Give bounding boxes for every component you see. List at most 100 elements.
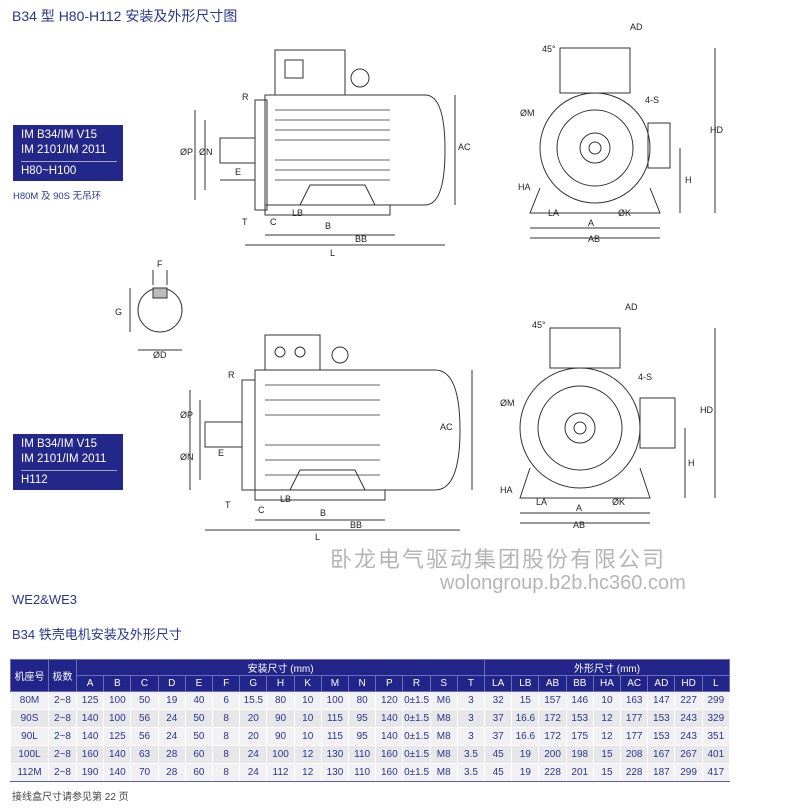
dim-h: H: [688, 458, 695, 468]
table-cell: 140: [375, 709, 404, 728]
dim-h: H: [685, 175, 692, 185]
table-cell: 0±1.5: [402, 691, 431, 710]
column-header-r: R: [402, 675, 431, 692]
table-cell: 80: [348, 691, 377, 710]
table-cell: 24: [239, 745, 268, 764]
table-cell: 227: [674, 691, 703, 710]
column-header-ab: AB: [538, 675, 567, 692]
table-cell: 115: [320, 709, 350, 728]
column-header-m: M: [320, 675, 350, 692]
table-cell: 125: [75, 691, 105, 710]
dim-b: B: [325, 221, 331, 231]
column-header-la: LA: [484, 675, 513, 692]
dim-ha: HA: [500, 485, 513, 495]
column-header-k: K: [293, 675, 322, 692]
table-cell: 6: [212, 691, 241, 710]
table-cell: 80: [266, 691, 295, 710]
table-cell: 0±1.5: [402, 727, 431, 746]
front-view-drawing-2: AD 45° ØM 4-S HD H HA LA ØK A AB: [500, 302, 716, 530]
table-cell: 160: [375, 763, 404, 782]
table-cell: 163: [620, 691, 649, 710]
table-cell: 140: [75, 709, 105, 728]
table-cell: 112: [266, 763, 295, 782]
dim-r: R: [228, 370, 235, 380]
column-header-a: A: [75, 675, 105, 692]
table-cell: 401: [701, 745, 731, 764]
dim-c: C: [270, 217, 277, 227]
table-cell: 50: [130, 691, 159, 710]
dim-d: ØD: [153, 350, 167, 360]
table-cell: 37: [484, 709, 513, 728]
mount-line: IM B34/IM V15: [21, 129, 98, 141]
table-cell: 100L: [10, 745, 49, 764]
table-cell: 32: [484, 691, 513, 710]
front-view-drawing-1: AD 45° ØM 4-S HD H HA LA ØK A AB: [518, 22, 723, 244]
shaft-section-drawing: F G ØD: [115, 259, 183, 360]
table-cell: 15: [511, 691, 540, 710]
table-cell: 299: [674, 763, 703, 782]
table-cell: 24: [239, 763, 268, 782]
mount-type-box-2: IM B34/IM V15 IM 2101/IM 2011 H112: [13, 434, 123, 490]
frame-range: H80~H100: [21, 165, 77, 177]
table-cell: 120: [375, 691, 404, 710]
table-cell: 63: [130, 745, 159, 764]
mount-type-box-1: IM B34/IM V15 IM 2101/IM 2011 H80~H100: [13, 125, 123, 181]
table-cell: 153: [647, 709, 676, 728]
table-cell: 100: [103, 691, 132, 710]
table-cell: 12: [293, 745, 322, 764]
table-cell: 8: [212, 727, 241, 746]
table-cell: 12: [293, 763, 322, 782]
table-cell: 172: [538, 709, 567, 728]
table-cell: 3: [456, 691, 486, 710]
table-cell: 329: [701, 709, 731, 728]
dim-a: A: [576, 503, 582, 513]
dim-f: F: [157, 259, 163, 269]
table-cell: 90: [266, 709, 295, 728]
table-cell: 20: [239, 727, 268, 746]
column-header-c: C: [130, 675, 159, 692]
table-cell: 2~8: [48, 763, 77, 782]
table-cell: 10: [293, 727, 322, 746]
column-header-hd: HD: [674, 675, 703, 692]
table-cell: 2~8: [48, 727, 77, 746]
table-cell: 80M: [10, 691, 49, 710]
mount-line: IM 2101/IM 2011: [21, 144, 107, 156]
table-cell: 115: [320, 727, 350, 746]
table-cell: 19: [511, 763, 540, 782]
dim-ac: AC: [458, 142, 471, 152]
table-cell: 153: [647, 727, 676, 746]
table-cell: 2~8: [48, 709, 77, 728]
side-view-drawing-2: R ØP ØN E T C LB B BB L AC: [180, 334, 473, 542]
section-title: B34 铁壳电机安装及外形尺寸: [12, 627, 182, 642]
table-cell: 50: [184, 727, 214, 746]
dim-ac: AC: [440, 422, 453, 432]
side-view-drawing-1: R ØP ØN E T C LB B BB L AC: [180, 49, 471, 258]
column-header-ad: AD: [647, 675, 676, 692]
table-cell: 95: [348, 727, 377, 746]
table-cell: 15: [592, 763, 622, 782]
column-header-p: P: [375, 675, 404, 692]
mount-line: IM B34/IM V15: [21, 438, 98, 450]
dim-angle: 45°: [542, 44, 556, 54]
table-cell: 12: [592, 727, 622, 746]
table-cell: 130: [320, 763, 350, 782]
column-header-e: E: [184, 675, 214, 692]
column-header-ha: HA: [592, 675, 622, 692]
table-cell: 10: [293, 709, 322, 728]
dim-lb: LB: [292, 208, 303, 218]
column-header-n: N: [348, 675, 377, 692]
table-cell: 37: [484, 727, 513, 746]
table-cell: 45: [484, 763, 513, 782]
table-cell: 19: [511, 745, 540, 764]
table-cell: 70: [130, 763, 159, 782]
table-cell: 198: [565, 745, 594, 764]
table-cell: 177: [620, 727, 649, 746]
column-header-t: T: [456, 675, 486, 692]
table-cell: 228: [538, 763, 567, 782]
dim-s: 4-S: [638, 372, 652, 382]
table-cell: 147: [647, 691, 676, 710]
table-cell: 0±1.5: [402, 763, 431, 782]
table-cell: 24: [157, 727, 186, 746]
